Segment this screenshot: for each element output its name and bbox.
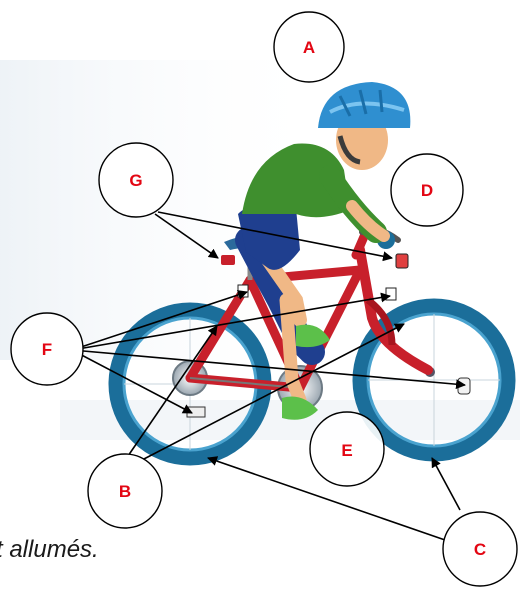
label-b: B: [87, 453, 163, 529]
front-light: [395, 253, 409, 269]
label-c: C: [442, 511, 518, 587]
wheel-reflector-front: [457, 377, 471, 395]
label-g: G: [98, 142, 174, 218]
label-e: E: [309, 411, 385, 487]
rear-light: [221, 255, 235, 265]
caption-text: t allumés.: [0, 536, 99, 563]
label-a: A: [273, 11, 345, 83]
pointer-arrows: [71, 211, 466, 541]
label-b-text: B: [119, 482, 131, 501]
cyclist-illustration: [235, 82, 411, 420]
front-wheel: [352, 298, 516, 462]
label-d: D: [390, 153, 464, 227]
front-reflector: [385, 287, 397, 301]
label-c-text: C: [474, 540, 486, 559]
label-f-text: F: [42, 340, 52, 359]
label-e-text: E: [341, 441, 352, 460]
label-g-text: G: [129, 171, 142, 190]
label-f: F: [10, 312, 84, 386]
label-a-text: A: [303, 38, 315, 57]
label-d-text: D: [421, 181, 433, 200]
